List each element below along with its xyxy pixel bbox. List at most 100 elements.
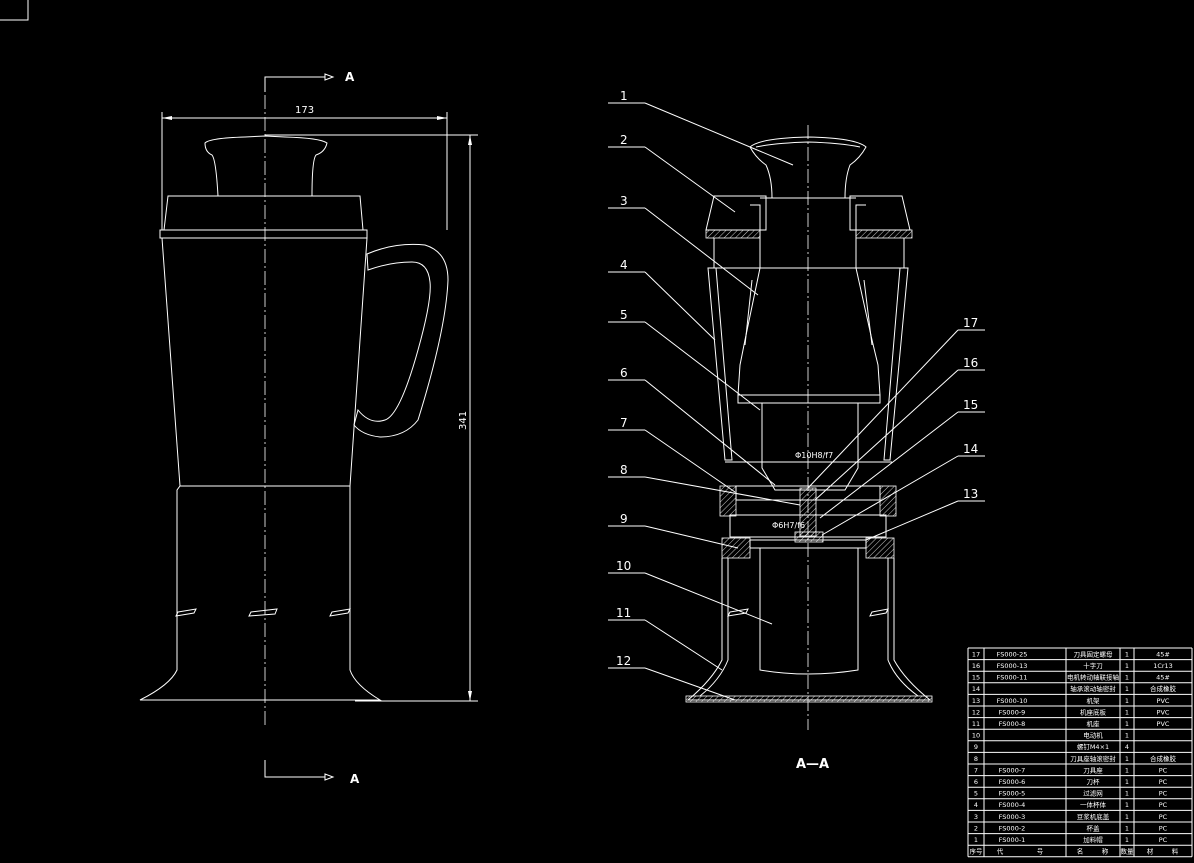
- bom-cell-no: 17: [972, 650, 980, 658]
- bom-cell-name: 螺钉M4×1: [1077, 742, 1109, 751]
- svg-text:4: 4: [620, 258, 628, 272]
- bom-cell-material: 1Cr13: [1153, 662, 1173, 670]
- bom-cell-no: 5: [974, 790, 978, 798]
- front-view: A A 173 341: [139, 70, 478, 786]
- svg-text:17: 17: [963, 316, 978, 330]
- section-blade-cup: [761, 403, 859, 491]
- bom-cell-material: PC: [1159, 790, 1168, 798]
- section-label-top: A: [345, 70, 355, 84]
- svg-text:Φ10H8/f7: Φ10H8/f7: [795, 451, 833, 460]
- balloon-15: 15: [819, 398, 985, 519]
- section-jug-wall: [707, 267, 733, 461]
- section-cut-top: [264, 76, 325, 92]
- svg-text:8: 8: [620, 463, 628, 477]
- bom-cell-material: 合成橡胶: [1150, 754, 1177, 763]
- bom-cell-qty: 1: [1125, 720, 1129, 728]
- bom-cell-code: FS000-10: [997, 697, 1028, 705]
- bom-cell-name: 豆浆机底盖: [1077, 812, 1110, 821]
- section-filter: [737, 267, 881, 396]
- bom-cell-name: 过滤网: [1083, 789, 1103, 798]
- bom-cell-name: 刀具座轴滚密封: [1070, 754, 1116, 763]
- svg-text:2: 2: [620, 133, 628, 147]
- bom-cell-code: FS000-6: [999, 778, 1026, 786]
- bom-cell-material: PVC: [1157, 708, 1170, 716]
- vent-slot: [248, 608, 278, 617]
- section-lid: [705, 195, 767, 231]
- vent-slot: [869, 608, 889, 617]
- section-lid-cap: [749, 136, 867, 199]
- bom-cell-material: PC: [1159, 766, 1168, 774]
- section-base: [686, 558, 932, 701]
- base: [139, 485, 382, 701]
- balloon-14: 14: [821, 442, 985, 536]
- vent-slot: [329, 608, 351, 617]
- balloon-12: 12: [608, 654, 736, 701]
- bom-cell-no: 11: [972, 720, 980, 728]
- jug-body: [161, 237, 368, 487]
- balloon-6: 6: [608, 366, 776, 486]
- bom-cell-material: PVC: [1157, 697, 1170, 705]
- bom-cell-qty: 1: [1125, 732, 1129, 740]
- bom-cell-name: 一体杯体: [1080, 800, 1107, 809]
- vent-slot: [175, 608, 197, 617]
- section-view: Φ10H8/f7 Φ6H7/f6 A—A: [685, 125, 933, 772]
- balloon-10: 10: [608, 559, 773, 625]
- bom-cell-material: PC: [1159, 836, 1168, 844]
- lid-cap: [204, 135, 328, 197]
- bom-cell-qty: 1: [1125, 836, 1129, 844]
- bom-cell-code: FS000-3: [999, 813, 1026, 821]
- bom-cell-no: 14: [972, 685, 980, 693]
- bom-cell-code: FS000-5: [999, 790, 1026, 798]
- bom-cell-qty: 1: [1125, 674, 1129, 682]
- bom-cell-code: FS000-8: [999, 720, 1026, 728]
- svg-text:3: 3: [620, 194, 628, 208]
- bom-cell-qty: 1: [1125, 801, 1129, 809]
- balloon-17: 17: [807, 316, 985, 489]
- bom-cell-no: 16: [972, 662, 980, 670]
- bom-cell-name: 刀具固定螺母: [1074, 649, 1114, 658]
- balloon-7: 7: [608, 416, 736, 493]
- svg-text:11: 11: [616, 606, 631, 620]
- svg-text:12: 12: [616, 654, 631, 668]
- bom-cell-qty: 1: [1125, 650, 1129, 658]
- bom-cell-no: 1: [974, 836, 978, 844]
- bom-cell-name: 电动机: [1083, 731, 1103, 740]
- bom-cell-no: 10: [972, 732, 980, 740]
- bom-cell-no: 13: [972, 697, 980, 705]
- balloon-8: 8: [608, 463, 801, 506]
- bom-cell-code: FS000-7: [999, 766, 1026, 774]
- corner-mark: [0, 0, 29, 21]
- bom-cell-code: FS000-2: [999, 824, 1026, 832]
- bom-cell-code: FS000-25: [997, 650, 1028, 658]
- bom-cell-qty: 1: [1125, 685, 1129, 693]
- width-dimension: 173: [161, 105, 448, 230]
- bom-header: 数量: [1121, 847, 1135, 856]
- section-motor: [759, 547, 859, 675]
- bom-cell-no: 4: [974, 801, 978, 809]
- bom-cell-name: 刀具座: [1083, 765, 1103, 774]
- bom-cell-qty: 1: [1125, 824, 1129, 832]
- bom-cell-name: 刀杯: [1087, 777, 1101, 786]
- bom-cell-qty: 1: [1125, 755, 1129, 763]
- bom-cell-name: 轴承滚动轴密封: [1070, 684, 1116, 693]
- bom-cell-no: 8: [974, 755, 978, 763]
- bom-cell-name: 十字刀: [1083, 661, 1103, 670]
- bom-cell-no: 2: [974, 824, 978, 832]
- bom-cell-no: 9: [974, 743, 978, 751]
- leaders: 1 2 3 4 5 6 7 8 9 10 11 12 17 16 15 14 1…: [608, 89, 985, 701]
- bom-cell-material: PC: [1159, 778, 1168, 786]
- svg-text:5: 5: [620, 308, 628, 322]
- bom-cell-name: 电机转动轴联接轴: [1067, 673, 1120, 682]
- bom-cell-no: 15: [972, 674, 980, 682]
- balloon-3: 3: [608, 194, 759, 296]
- svg-text:173: 173: [295, 105, 314, 116]
- bom-cell-name: 机架: [1087, 696, 1101, 705]
- svg-text:6: 6: [620, 366, 628, 380]
- bom-header: 材: [1147, 847, 1154, 856]
- bom-cell-code: FS000-9: [999, 708, 1026, 716]
- bom-header: 代: [997, 847, 1004, 856]
- bom-cell-qty: 1: [1125, 778, 1129, 786]
- bom-header: 称: [1102, 847, 1109, 856]
- svg-text:1: 1: [620, 89, 628, 103]
